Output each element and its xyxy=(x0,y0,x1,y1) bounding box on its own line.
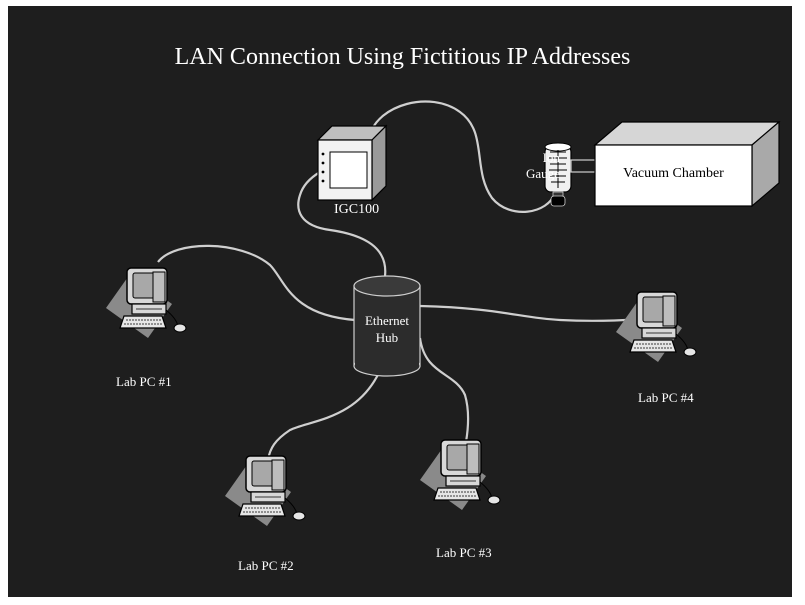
ethernet-hub-label-line2: Hub xyxy=(375,330,399,345)
cable-hub-pc2 xyxy=(266,365,384,461)
cable-hub-igc xyxy=(297,171,387,277)
igc100-controller xyxy=(316,124,388,202)
lab-pc-3-computer-icon xyxy=(419,439,501,511)
cable-hub-pc3 xyxy=(418,337,470,443)
lab-pc-1-computer-icon xyxy=(105,267,187,339)
ethernet-hub-label-line1: Ethernet xyxy=(364,313,410,328)
igc100-label: IGC100 xyxy=(334,202,380,217)
lab-pc-4-label: Lab PC #4 xyxy=(638,390,694,405)
ethernet-hub-label: Ethernet Hub xyxy=(354,312,420,346)
lab-pc-2-label: Lab PC #2 xyxy=(238,558,294,573)
cable-hub-pc1 xyxy=(157,244,356,322)
ion-gauge xyxy=(544,142,596,207)
vacuum-chamber xyxy=(593,120,781,208)
ion-gauge-label: Ion Gauge xyxy=(526,150,560,182)
cable-hub-pc4 xyxy=(419,304,651,322)
lab-pc-3-label: Lab PC #3 xyxy=(436,545,492,560)
ethernet-hub xyxy=(353,275,421,377)
vacuum-chamber-label: Vacuum Chamber xyxy=(623,166,724,181)
lab-pc-1-label: Lab PC #1 xyxy=(116,374,172,389)
lab-pc-4-computer-icon xyxy=(615,291,697,363)
diagram-title: LAN Connection Using Fictitious IP Addre… xyxy=(174,44,631,70)
ion-gauge-label-line2: Gauge xyxy=(526,166,560,181)
lab-pc-2-computer-icon xyxy=(224,455,306,527)
cable-igc-iongauge xyxy=(368,100,557,213)
ion-gauge-label-line1: Ion xyxy=(542,150,560,165)
